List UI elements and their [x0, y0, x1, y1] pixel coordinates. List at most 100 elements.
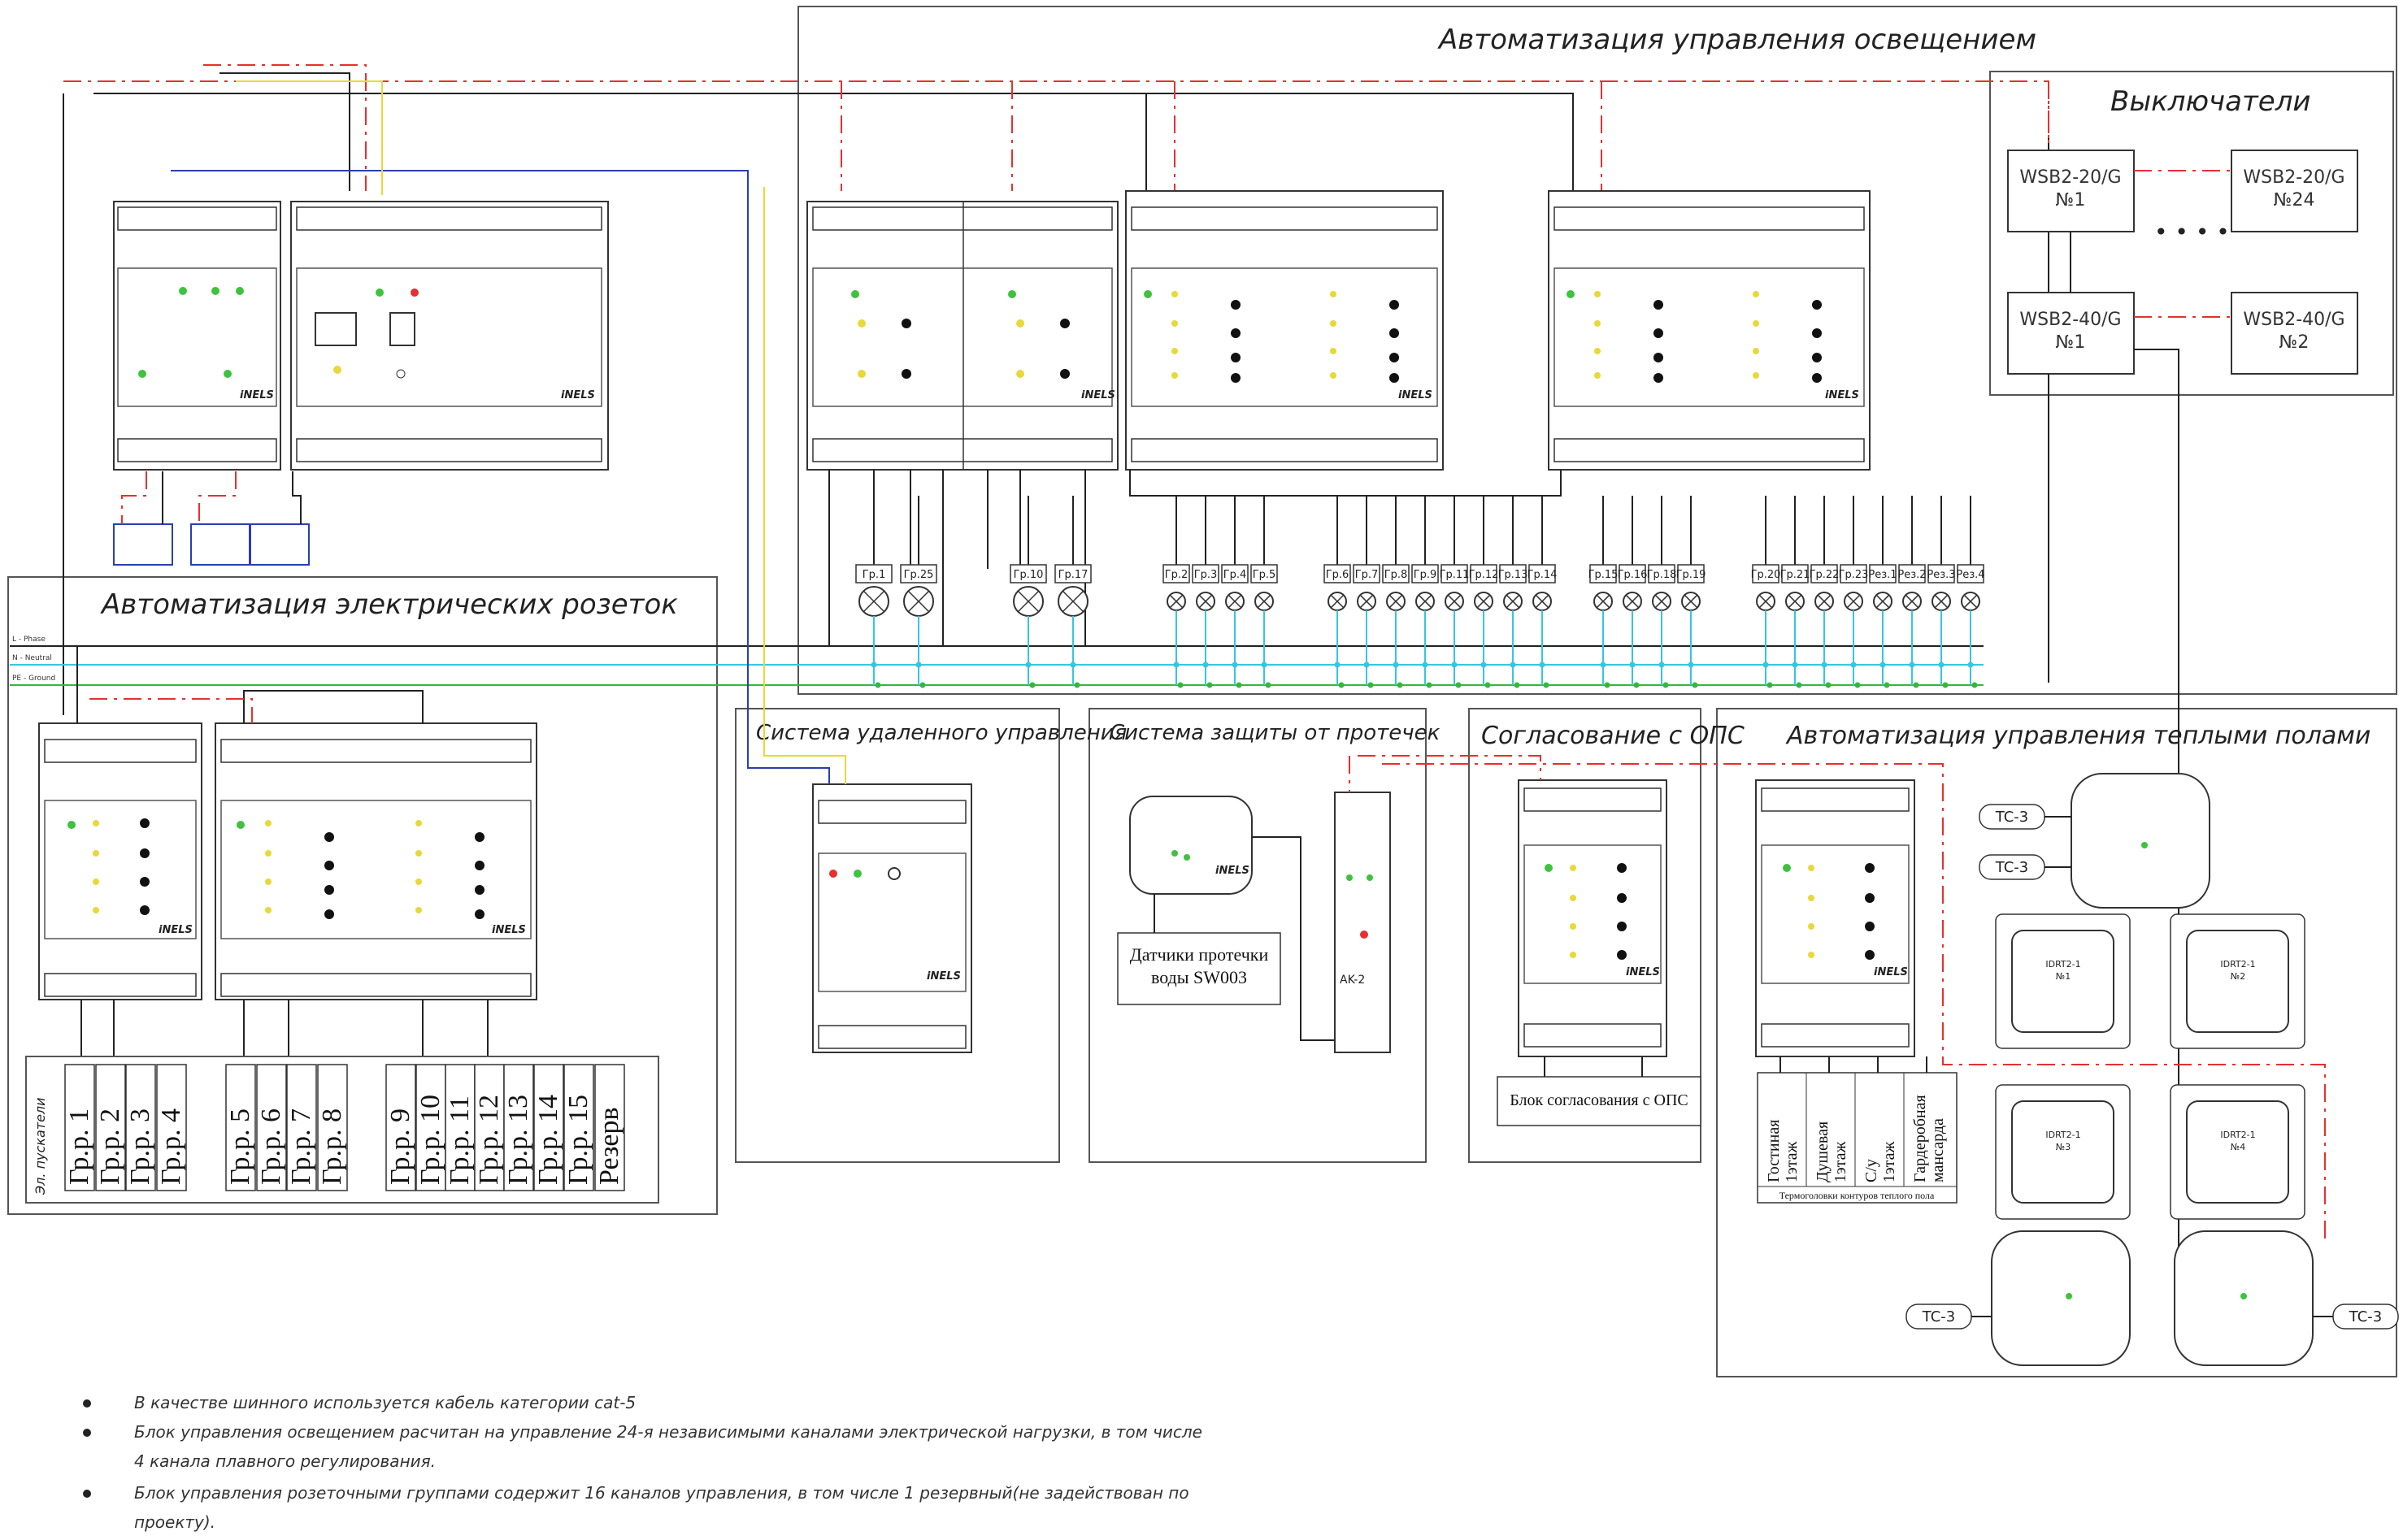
tc3-label: TC-3 [1922, 1308, 1955, 1325]
power-supply-module-1: iNELS [113, 201, 281, 471]
lighting-frame [797, 6, 2397, 695]
lamp-label: Гр.22 [1810, 569, 1840, 581]
socket-module-2: iNELS [215, 722, 537, 1000]
socket-group-label: Гр.р. 6 [256, 1108, 286, 1185]
socket-group-label: Резерв [594, 1107, 624, 1185]
lamp-group: Гр.14 [1527, 496, 1557, 688]
lamp-label: Гр.8 [1384, 569, 1408, 581]
brand-logo: iNELS [561, 389, 595, 401]
sensor-line-1: Датчики протечки [1130, 944, 1269, 965]
sockets-title: Автоматизация электрических розеток [100, 588, 678, 621]
brand-logo: iNELS [1626, 966, 1660, 978]
lamp-group: Гр.17 [1054, 496, 1092, 688]
lamp-label: Рез.3 [1927, 569, 1955, 581]
lamp-group: Гр.8 [1382, 496, 1410, 688]
switch-number: №1 [2056, 190, 2086, 210]
switch-number: №2 [2279, 332, 2310, 353]
switch-wsb2-20-1[interactable]: WSB2-20/G №1 [2007, 150, 2135, 232]
brand-logo: iNELS [1398, 389, 1432, 401]
tc3-bottom-right: TC-3 [2332, 1304, 2399, 1330]
zone-3-line-2: 1этаж [1880, 1142, 1898, 1182]
lamp-label: Гр.3 [1194, 569, 1218, 581]
notes: В качестве шинного используется кабель к… [83, 1393, 1202, 1532]
room-thermostat-3[interactable]: IDRT2-1 №3 [1995, 1084, 2131, 1220]
note-3-cont: проекту). [134, 1512, 215, 1532]
tc3-bottom-left: TC-3 [1905, 1304, 1972, 1330]
socket-group-label: Гр.р. 2 [95, 1108, 125, 1185]
socket-group: Гр.р. 14 [533, 1064, 564, 1191]
switch-wsb2-20-24[interactable]: WSB2-20/G №24 [2231, 150, 2358, 232]
lamp-label: Гр.18 [1647, 569, 1677, 581]
room-thermostat-4[interactable]: IDRT2-1 №4 [2170, 1084, 2305, 1220]
tc3-left-1: TC-3 [1979, 804, 2045, 830]
brand-logo: iNELS [927, 970, 961, 983]
switch-wsb2-40-2[interactable]: WSB2-40/G №2 [2231, 292, 2358, 375]
zone-3-line-1: С/у [1862, 1159, 1880, 1182]
lamp-label: Гр.20 [1751, 569, 1781, 581]
sensor-line-2: воды SW003 [1151, 967, 1247, 987]
lighting-module-relay-1: iNELS [806, 201, 1119, 471]
floor-frame [1716, 708, 2397, 1377]
bus-label-n: N - Neutral [12, 654, 52, 662]
lamp-group: Гр.21 [1780, 496, 1810, 688]
tc3-left-2: TC-3 [1979, 854, 2045, 880]
ops-block: Блок согласования с ОПС [1497, 1076, 1701, 1126]
socket-group: Гр.р. 15 [563, 1064, 594, 1191]
room-thermostat-2[interactable]: IDRT2-1 №2 [2170, 913, 2305, 1049]
tc3-label: TC-3 [1995, 809, 2028, 826]
lamp-label: Гр.5 [1253, 569, 1276, 581]
lamp-label: Гр.10 [1014, 569, 1044, 581]
remote-frame [735, 708, 1060, 1163]
ops-title: Согласование с ОПС [1481, 722, 1745, 750]
socket-group-label: Гр.р. 11 [445, 1095, 475, 1185]
floor-thermostat-top [2071, 773, 2210, 909]
note-2-cont: 4 канала плавного регулирования. [134, 1451, 436, 1471]
brand-logo: iNELS [1215, 865, 1249, 877]
note-2: Блок управления освещением расчитан на у… [134, 1422, 1202, 1442]
ops-block-label: Блок согласования с ОПС [1510, 1091, 1688, 1109]
brand-logo: iNELS [1825, 389, 1859, 401]
bus-label-pe: PE - Ground [12, 675, 55, 683]
floor-zones: Гостиная 1этаж Душевая 1этаж С/у 1этаж Г… [1757, 1072, 1958, 1204]
socket-group: Гр.р. 5 [225, 1064, 256, 1191]
socket-module-1: iNELS [38, 722, 202, 1000]
socket-group: Гр.р. 12 [474, 1064, 505, 1191]
brand-logo: iNELS [1874, 966, 1908, 978]
socket-group-label: Гр.р. 5 [225, 1108, 255, 1185]
leak-detector: iNELS [1129, 796, 1253, 895]
remote-module: iNELS [812, 783, 972, 1053]
brand-logo: iNELS [240, 389, 274, 401]
brand-logo: iNELS [1081, 389, 1115, 401]
switch-wsb2-40-1[interactable]: WSB2-40/G №1 [2007, 292, 2135, 375]
switch-model: WSB2-20/G [2243, 167, 2344, 188]
lamp-group: Гр.16 [1618, 496, 1647, 688]
socket-group-label: Гр.р. 14 [533, 1095, 563, 1185]
lamp-group: Гр.15 [1588, 496, 1619, 688]
thermo-num: №2 [2231, 971, 2245, 982]
socket-group-label: Гр.р. 8 [317, 1108, 347, 1185]
lamp-group: Рез.1 [1868, 496, 1897, 688]
power-supply-module-2: iNELS [290, 201, 609, 471]
lamp-group: Гр.12 [1469, 496, 1499, 688]
lamp-group: Гр.23 [1839, 496, 1868, 688]
note-1: В качестве шинного используется кабель к… [134, 1393, 636, 1412]
socket-group: Гр.р. 2 [95, 1064, 126, 1191]
lamp-label: Гр.15 [1588, 569, 1619, 581]
thermo-num: №1 [2056, 971, 2071, 982]
lamp-group: Рез.4 [1956, 496, 1985, 688]
lamp-label: Рез.2 [1897, 569, 1926, 581]
lamp-group: Гр.18 [1647, 496, 1677, 688]
thermo-num: №4 [2231, 1142, 2245, 1152]
lamp-group: Рез.3 [1927, 496, 1956, 688]
socket-group-label: Гр.р. 12 [474, 1095, 504, 1185]
lamp-label: Гр.12 [1469, 569, 1499, 581]
socket-group-label: Гр.р. 7 [286, 1108, 316, 1185]
lamp-label: Гр.21 [1780, 569, 1810, 581]
lamp-group: Гр.11 [1440, 496, 1469, 688]
socket-group: Гр.р. 6 [256, 1064, 287, 1191]
room-thermostat-1[interactable]: IDRT2-1 №1 [1995, 913, 2131, 1049]
ak2-module: AK-2 [1334, 792, 1391, 1053]
zone-1-line-1: Гостиная [1765, 1120, 1783, 1182]
